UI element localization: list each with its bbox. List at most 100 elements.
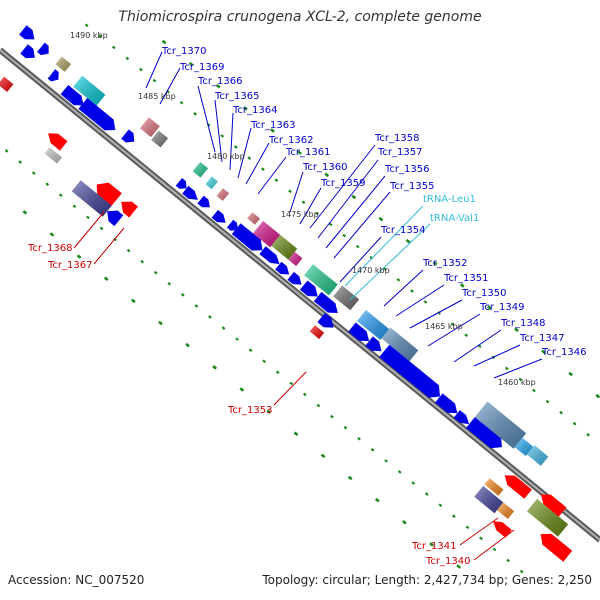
trna-label-leu1[interactable]: tRNA-Leu1 <box>423 194 476 205</box>
gene-feature[interactable] <box>379 344 440 398</box>
gene-feature-shade <box>140 117 160 138</box>
gene-feature[interactable] <box>348 322 370 342</box>
gene-feature[interactable] <box>37 42 49 56</box>
gene-label-tcr-1368[interactable]: Tcr_1368 <box>27 243 72 254</box>
gene-feature[interactable] <box>313 291 338 313</box>
gene-feature-shade <box>474 485 504 514</box>
gene-label-tcr-1361[interactable]: Tcr_1361 <box>285 147 330 158</box>
gene-label-tcr-1367[interactable]: Tcr_1367 <box>47 260 92 271</box>
leader-line <box>237 127 252 179</box>
gene-label-tcr-1350[interactable]: Tcr_1350 <box>461 288 506 299</box>
gene-feature[interactable] <box>231 223 263 251</box>
gene-feature[interactable] <box>121 129 135 143</box>
gene-feature-shade <box>381 327 419 362</box>
leader-line <box>427 313 481 347</box>
gene-label-tcr-1349[interactable]: Tcr_1349 <box>479 302 524 313</box>
gene-label-tcr-1366[interactable]: Tcr_1366 <box>197 76 242 87</box>
tick-marks <box>0 23 600 574</box>
gene-label-tcr-1347[interactable]: Tcr_1347 <box>519 333 564 344</box>
gene-label-tcr-1360[interactable]: Tcr_1360 <box>302 162 347 173</box>
gene-feature[interactable] <box>19 25 35 40</box>
gene-feature[interactable] <box>365 336 382 352</box>
leader-line <box>159 67 181 105</box>
leader-line <box>409 299 463 329</box>
gene-feature[interactable] <box>287 271 302 285</box>
leader-line <box>257 156 287 195</box>
leader-line <box>493 358 543 379</box>
gene-label-tcr-1369[interactable]: Tcr_1369 <box>179 62 224 73</box>
gene-feature[interactable] <box>78 98 116 131</box>
leader-line <box>453 329 502 363</box>
gene-feature[interactable] <box>47 69 59 82</box>
leader-line <box>473 529 515 561</box>
genome-map[interactable]: 1490 kbp 1485 kbp 1480 kbp 1475 kbp 1470… <box>0 0 600 575</box>
leader-line <box>299 187 322 225</box>
gene-label-tcr-1358[interactable]: Tcr_1358 <box>374 133 419 144</box>
scale-label-1465: 1465 kbp <box>425 322 463 331</box>
gene-features[interactable] <box>0 25 573 562</box>
genome-summary-text: Topology: circular; Length: 2,427,734 bp… <box>262 573 592 587</box>
gene-feature-shade <box>309 325 325 339</box>
scale-label-1470: 1470 kbp <box>352 266 390 275</box>
gene-feature[interactable] <box>435 393 458 414</box>
leader-line <box>333 191 391 259</box>
gene-feature[interactable] <box>226 219 238 231</box>
gene-feature[interactable] <box>540 494 567 517</box>
gene-feature-shade <box>73 75 106 106</box>
gene-label-tcr-1355[interactable]: Tcr_1355 <box>389 181 434 192</box>
scale-label-1480: 1480 kbp <box>207 152 245 161</box>
scale-label-1485: 1485 kbp <box>138 92 176 101</box>
gene-feature[interactable] <box>453 410 470 425</box>
trna-label-val1[interactable]: tRNA-Val1 <box>430 213 479 224</box>
label-leader-lines <box>73 51 543 561</box>
gene-feature[interactable] <box>317 312 334 328</box>
gene-feature[interactable] <box>20 44 35 59</box>
gene-feature[interactable] <box>182 185 198 200</box>
gene-feature-shade <box>192 162 209 178</box>
gene-feature-shade <box>253 221 281 248</box>
gene-label-tcr-1341[interactable]: Tcr_1341 <box>411 541 456 552</box>
gene-label-tcr-1354[interactable]: Tcr_1354 <box>380 225 425 236</box>
gene-label-tcr-1353[interactable]: Tcr_1353 <box>227 405 272 416</box>
gene-feature-shade <box>44 147 62 164</box>
leader-line <box>344 205 424 287</box>
leader-line <box>459 517 499 546</box>
scale-label-1475: 1475 kbp <box>281 210 319 219</box>
gene-label-tcr-1348[interactable]: Tcr_1348 <box>500 318 545 329</box>
gene-feature[interactable] <box>60 85 84 106</box>
leader-line <box>473 344 521 367</box>
gene-feature[interactable] <box>107 210 124 227</box>
gene-feature[interactable] <box>197 195 210 208</box>
gene-label-tcr-1346[interactable]: Tcr_1346 <box>541 347 586 358</box>
gene-label-tcr-1352[interactable]: Tcr_1352 <box>422 258 467 269</box>
gene-feature-shade <box>497 502 515 519</box>
gene-feature[interactable] <box>275 261 290 275</box>
scale-label-1460: 1460 kbp <box>498 378 536 387</box>
gene-feature[interactable] <box>211 209 226 223</box>
gene-feature[interactable] <box>175 178 187 189</box>
gene-feature[interactable] <box>48 133 68 151</box>
gene-feature-shade <box>205 176 218 190</box>
gene-label-tcr-1357[interactable]: Tcr_1357 <box>377 147 422 158</box>
gene-label-tcr-1362[interactable]: Tcr_1362 <box>268 135 313 146</box>
leader-line <box>309 144 376 229</box>
gene-label-tcr-1359[interactable]: Tcr_1359 <box>320 178 365 189</box>
gene-feature[interactable] <box>299 280 318 297</box>
gene-feature-shade <box>514 437 534 456</box>
gene-label-tcr-1340[interactable]: Tcr_1340 <box>425 556 470 567</box>
leader-line <box>325 175 386 249</box>
gene-feature[interactable] <box>466 415 502 449</box>
gene-label-tcr-1365[interactable]: Tcr_1365 <box>214 91 259 102</box>
gene-feature[interactable] <box>493 521 512 538</box>
gene-feature-shade <box>357 310 390 340</box>
gene-label-tcr-1370[interactable]: Tcr_1370 <box>161 46 206 57</box>
gene-feature[interactable] <box>504 475 532 499</box>
gene-feature[interactable] <box>540 533 573 562</box>
gene-feature[interactable] <box>259 246 280 265</box>
gene-label-tcr-1351[interactable]: Tcr_1351 <box>443 273 488 284</box>
gene-label-tcr-1364[interactable]: Tcr_1364 <box>232 105 277 116</box>
scale-label-1490: 1490 kbp <box>70 31 108 40</box>
gene-feature[interactable] <box>121 201 138 218</box>
gene-label-tcr-1363[interactable]: Tcr_1363 <box>250 120 295 131</box>
gene-label-tcr-1356[interactable]: Tcr_1356 <box>384 164 429 175</box>
